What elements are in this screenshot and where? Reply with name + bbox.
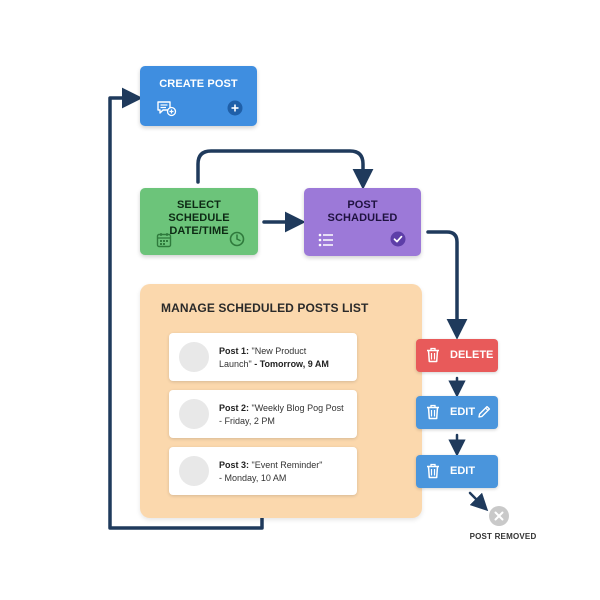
edit-label: EDIT bbox=[450, 406, 476, 418]
post-removed-label: POST REMOVED bbox=[469, 532, 537, 541]
avatar bbox=[179, 399, 209, 429]
post-number: Post 1: bbox=[219, 346, 250, 356]
post-text-2: Post 2: "Weekly Blog Pog Post - Friday, … bbox=[219, 402, 354, 428]
delete-button[interactable]: DELETE bbox=[416, 339, 498, 372]
post-card-2[interactable]: Post 2: "Weekly Blog Pog Post - Friday, … bbox=[169, 390, 357, 438]
edit-button[interactable]: EDIT bbox=[416, 396, 498, 429]
edit-label: EDIT bbox=[450, 465, 476, 477]
trash-icon bbox=[427, 404, 439, 420]
close-icon bbox=[494, 511, 504, 521]
message-plus-icon bbox=[157, 101, 177, 117]
arrow-edit-to-removed bbox=[468, 491, 489, 512]
check-icon bbox=[390, 231, 406, 247]
post-text-1: Post 1: "New Product Launch" - Tomorrow,… bbox=[219, 345, 354, 371]
post-title-part: "Event Reminder" bbox=[249, 460, 323, 470]
post-card-1[interactable]: Post 1: "New Product Launch" - Tomorrow,… bbox=[169, 333, 357, 381]
post-scheduled-title-line2: SCHADULED bbox=[327, 212, 398, 224]
trash-icon bbox=[427, 463, 439, 479]
post-card-3[interactable]: Post 3: "Event Reminder" - Monday, 10 AM bbox=[169, 447, 357, 495]
select-schedule-title: SELECT SCHEDULE DATE/TIME bbox=[140, 199, 258, 238]
post-title-part: "New Product bbox=[249, 346, 307, 356]
post-time: - Monday, 10 AM bbox=[219, 473, 287, 483]
post-time: - Friday, 2 PM bbox=[219, 416, 275, 426]
post-time: - Tomorrow, 9 AM bbox=[251, 359, 329, 369]
trash-icon bbox=[427, 347, 439, 363]
clock-icon bbox=[229, 231, 245, 247]
close-circle-icon bbox=[489, 506, 509, 526]
edit-button[interactable]: EDIT bbox=[416, 455, 498, 488]
delete-label: DELETE bbox=[450, 349, 494, 361]
arrow-scheduled-to-delete bbox=[426, 230, 468, 340]
post-scheduled-title-line1: POST bbox=[347, 199, 378, 211]
post-title-part: "Weekly Blog Pog Post bbox=[249, 403, 344, 413]
arrow-arc-top bbox=[196, 149, 374, 190]
select-schedule-title-line1: SELECT bbox=[177, 199, 221, 211]
plus-icon[interactable] bbox=[227, 100, 243, 116]
post-title-part: Launch" bbox=[219, 359, 252, 369]
select-schedule-node[interactable]: SELECT SCHEDULE DATE/TIME bbox=[140, 188, 258, 255]
arrow-return-to-create bbox=[108, 87, 264, 530]
post-text-3: Post 3: "Event Reminder" - Monday, 10 AM bbox=[219, 459, 354, 485]
pencil-icon bbox=[478, 405, 491, 418]
create-post-title: CREATE POST bbox=[159, 78, 238, 90]
panel-title: MANAGE SCHEDULED POSTS LIST bbox=[161, 301, 369, 315]
post-scheduled-node[interactable]: POST SCHADULED bbox=[304, 188, 421, 256]
avatar bbox=[179, 456, 209, 486]
post-number: Post 2: bbox=[219, 403, 250, 413]
manage-scheduled-posts-panel: MANAGE SCHEDULED POSTS LIST Post 1: "New… bbox=[140, 284, 422, 518]
calendar-icon bbox=[156, 233, 172, 248]
create-post-node[interactable]: CREATE POST bbox=[140, 66, 257, 126]
avatar bbox=[179, 342, 209, 372]
post-number: Post 3: bbox=[219, 460, 250, 470]
list-icon bbox=[318, 233, 333, 247]
post-scheduled-title: POST SCHADULED bbox=[304, 199, 421, 225]
select-schedule-title-line2: SCHEDULE DATE/TIME bbox=[168, 212, 230, 237]
